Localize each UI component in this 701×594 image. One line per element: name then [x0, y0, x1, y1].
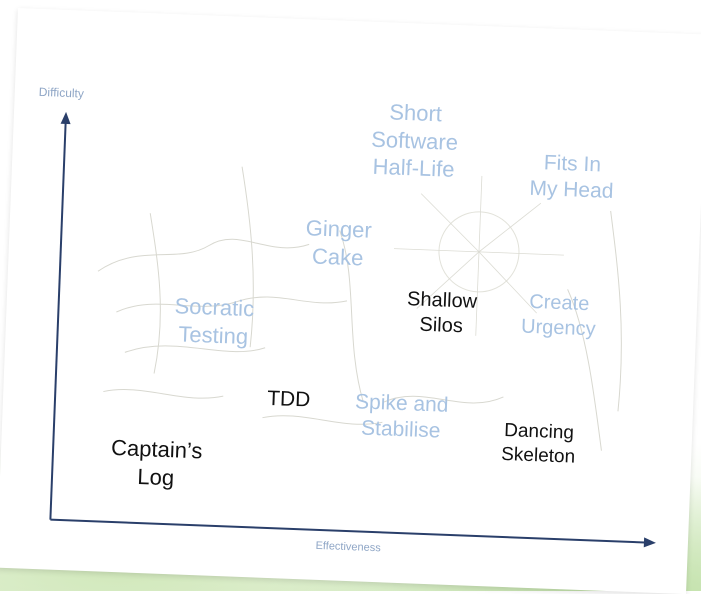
- item-line: TDD: [266, 386, 311, 412]
- item-tdd: TDD: [267, 386, 311, 414]
- item-captains-log: Captain’s Log: [110, 434, 203, 492]
- item-line: Socratic: [174, 293, 255, 322]
- y-axis-line: [49, 119, 67, 520]
- item-line: Fits In: [543, 151, 602, 177]
- item-ginger-cake: Ginger Cake: [304, 214, 372, 271]
- item-line: Shallow: [406, 288, 478, 313]
- item-line: Cake: [311, 242, 364, 270]
- background-sketch: [97, 166, 622, 451]
- item-spike-and-stabilise: Spike and Stabilise: [354, 389, 449, 445]
- item-line: Urgency: [520, 315, 596, 341]
- item-line: Skeleton: [500, 443, 576, 468]
- item-line: Dancing: [503, 419, 575, 444]
- item-line: Half-Life: [372, 153, 455, 182]
- item-line: Captain’s: [110, 434, 203, 464]
- item-create-urgency: Create Urgency: [521, 290, 597, 343]
- item-line: Create: [528, 290, 590, 316]
- y-axis-arrow-icon: [60, 111, 71, 125]
- x-axis-arrow-icon: [643, 537, 656, 548]
- item-dancing-skeleton: Dancing Skeleton: [501, 419, 577, 469]
- y-axis-label: Difficulty: [38, 84, 85, 101]
- item-line: Silos: [419, 313, 464, 338]
- x-axis-line: [50, 518, 648, 544]
- slide: Difficulty Effectiveness Short Software …: [0, 8, 701, 594]
- item-fits-in-my-head: Fits In My Head: [529, 150, 615, 206]
- item-line: Testing: [178, 320, 249, 349]
- item-line: My Head: [529, 177, 614, 204]
- item-line: Ginger: [305, 215, 373, 243]
- x-axis-label: Effectiveness: [315, 539, 381, 555]
- item-short-software-half-life: Short Software Half-Life: [370, 98, 460, 184]
- item-line: Short: [388, 99, 443, 127]
- item-line: Log: [136, 463, 175, 490]
- item-line: Stabilise: [360, 416, 441, 443]
- axes: [49, 111, 656, 548]
- item-line: Spike and: [354, 390, 449, 417]
- item-line: Software: [370, 126, 459, 155]
- item-shallow-silos: Shallow Silos: [406, 287, 478, 340]
- item-socratic-testing: Socratic Testing: [173, 292, 255, 350]
